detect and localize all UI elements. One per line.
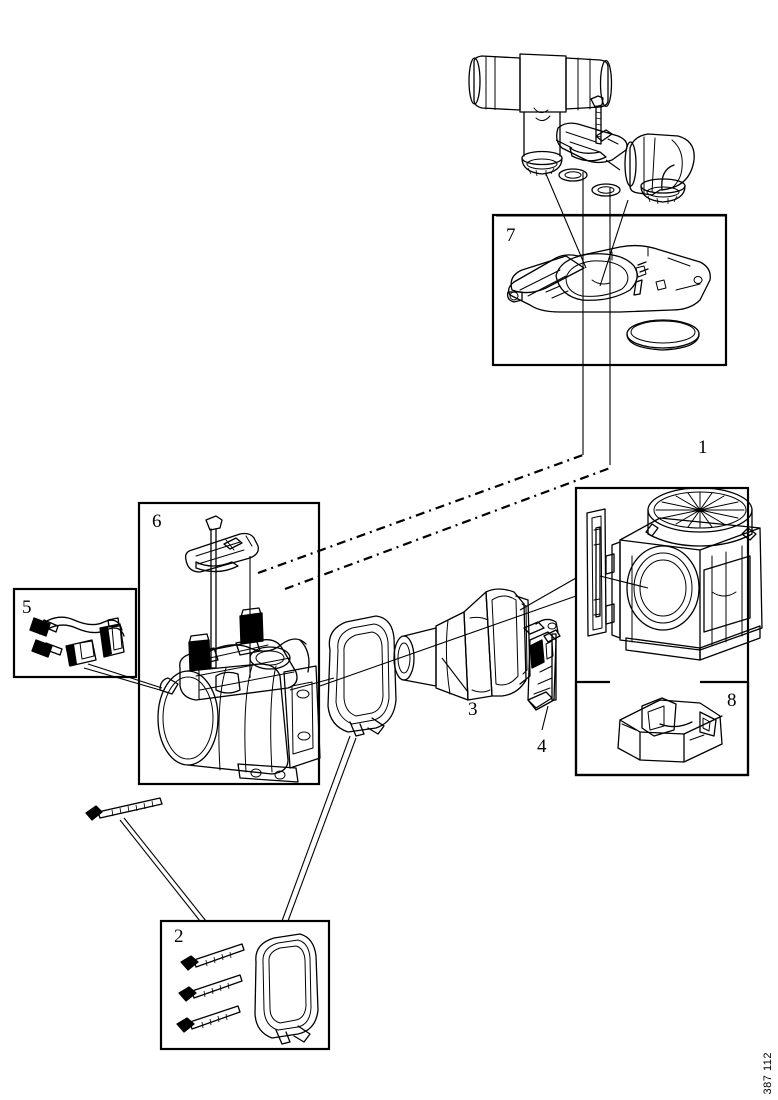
long-bolt-loose [85, 797, 163, 821]
assembly-axis-lines [582, 172, 611, 465]
manifold-top-plate [184, 532, 259, 573]
tee-coolant-pipe [468, 53, 613, 177]
callout-4: 4 [537, 736, 547, 757]
idle-actuator [523, 618, 561, 711]
coolant-housing-cover [506, 244, 711, 313]
frame-5 [12, 587, 138, 679]
o-ring-seal-right [591, 183, 621, 197]
air-mass-sensor [393, 588, 557, 701]
dashed-leader-lines [257, 453, 611, 591]
o-ring-seal-left [558, 168, 588, 182]
elbow-coolant-pipe [624, 133, 695, 205]
side-gasket-strip [586, 508, 607, 637]
bolt-kit-3 [176, 1005, 241, 1033]
bolt-kit-1 [180, 943, 245, 971]
retaining-screw [590, 95, 604, 145]
callout-6: 6 [152, 511, 162, 532]
throttle-body-assembly [605, 487, 763, 661]
callout-2: 2 [174, 926, 184, 947]
frame-1 [574, 486, 750, 777]
callout-5: 5 [22, 597, 32, 618]
leader-lines [87, 139, 649, 922]
frame-8 [574, 680, 750, 777]
intake-manifold-assembly [157, 638, 321, 783]
oval-cap [626, 319, 700, 351]
frame-6 [137, 501, 321, 786]
lower-tray-cover [617, 697, 723, 763]
drawing-number: 387 112 [762, 1051, 774, 1094]
fan-spokes [655, 491, 745, 529]
wiring-harness [29, 616, 125, 667]
frame-2 [159, 919, 331, 1051]
bolt-kit-2 [178, 974, 243, 1002]
callout-8: 8 [727, 690, 737, 711]
gasket-kit [254, 933, 319, 1045]
callout-1: 1 [698, 437, 708, 458]
callout-7: 7 [506, 225, 516, 246]
flange-gasket [327, 615, 397, 737]
frame-7 [491, 213, 728, 367]
callout-3: 3 [468, 699, 478, 720]
bracket-plate [556, 122, 628, 164]
